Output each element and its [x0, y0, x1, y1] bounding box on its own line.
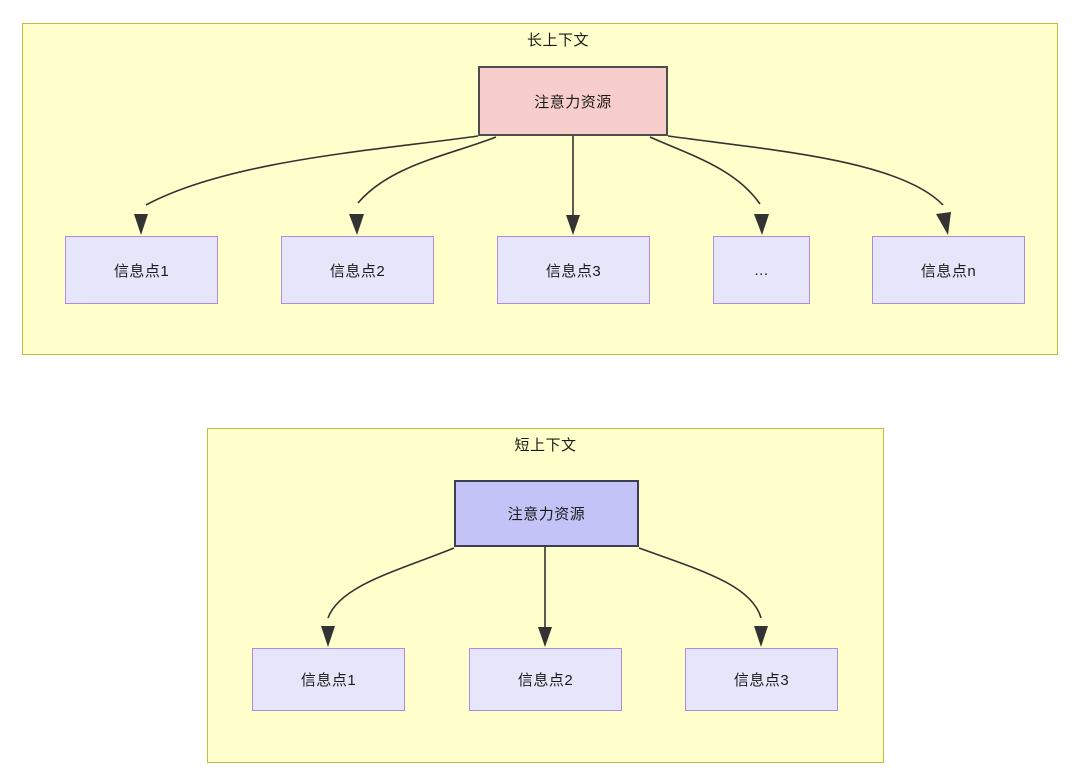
node-info-point-long-1[interactable]: 信息点1 [65, 236, 218, 304]
node-info-point-short-1[interactable]: 信息点1 [252, 648, 405, 711]
node-info-point-long-3[interactable]: 信息点3 [497, 236, 650, 304]
node-info-point-long-ellipsis[interactable]: ... [713, 236, 810, 304]
group-short-context-title: 短上下文 [514, 437, 577, 454]
group-short-context: 短上下文 [207, 428, 884, 763]
node-info-point-long-n[interactable]: 信息点n [872, 236, 1025, 304]
node-info-point-short-3[interactable]: 信息点3 [685, 648, 838, 711]
node-attention-resource-short[interactable]: 注意力资源 [454, 480, 639, 547]
node-info-point-long-2[interactable]: 信息点2 [281, 236, 434, 304]
node-attention-resource-long[interactable]: 注意力资源 [478, 66, 668, 136]
node-info-point-short-2[interactable]: 信息点2 [469, 648, 622, 711]
group-long-context-title: 长上下文 [526, 32, 589, 49]
